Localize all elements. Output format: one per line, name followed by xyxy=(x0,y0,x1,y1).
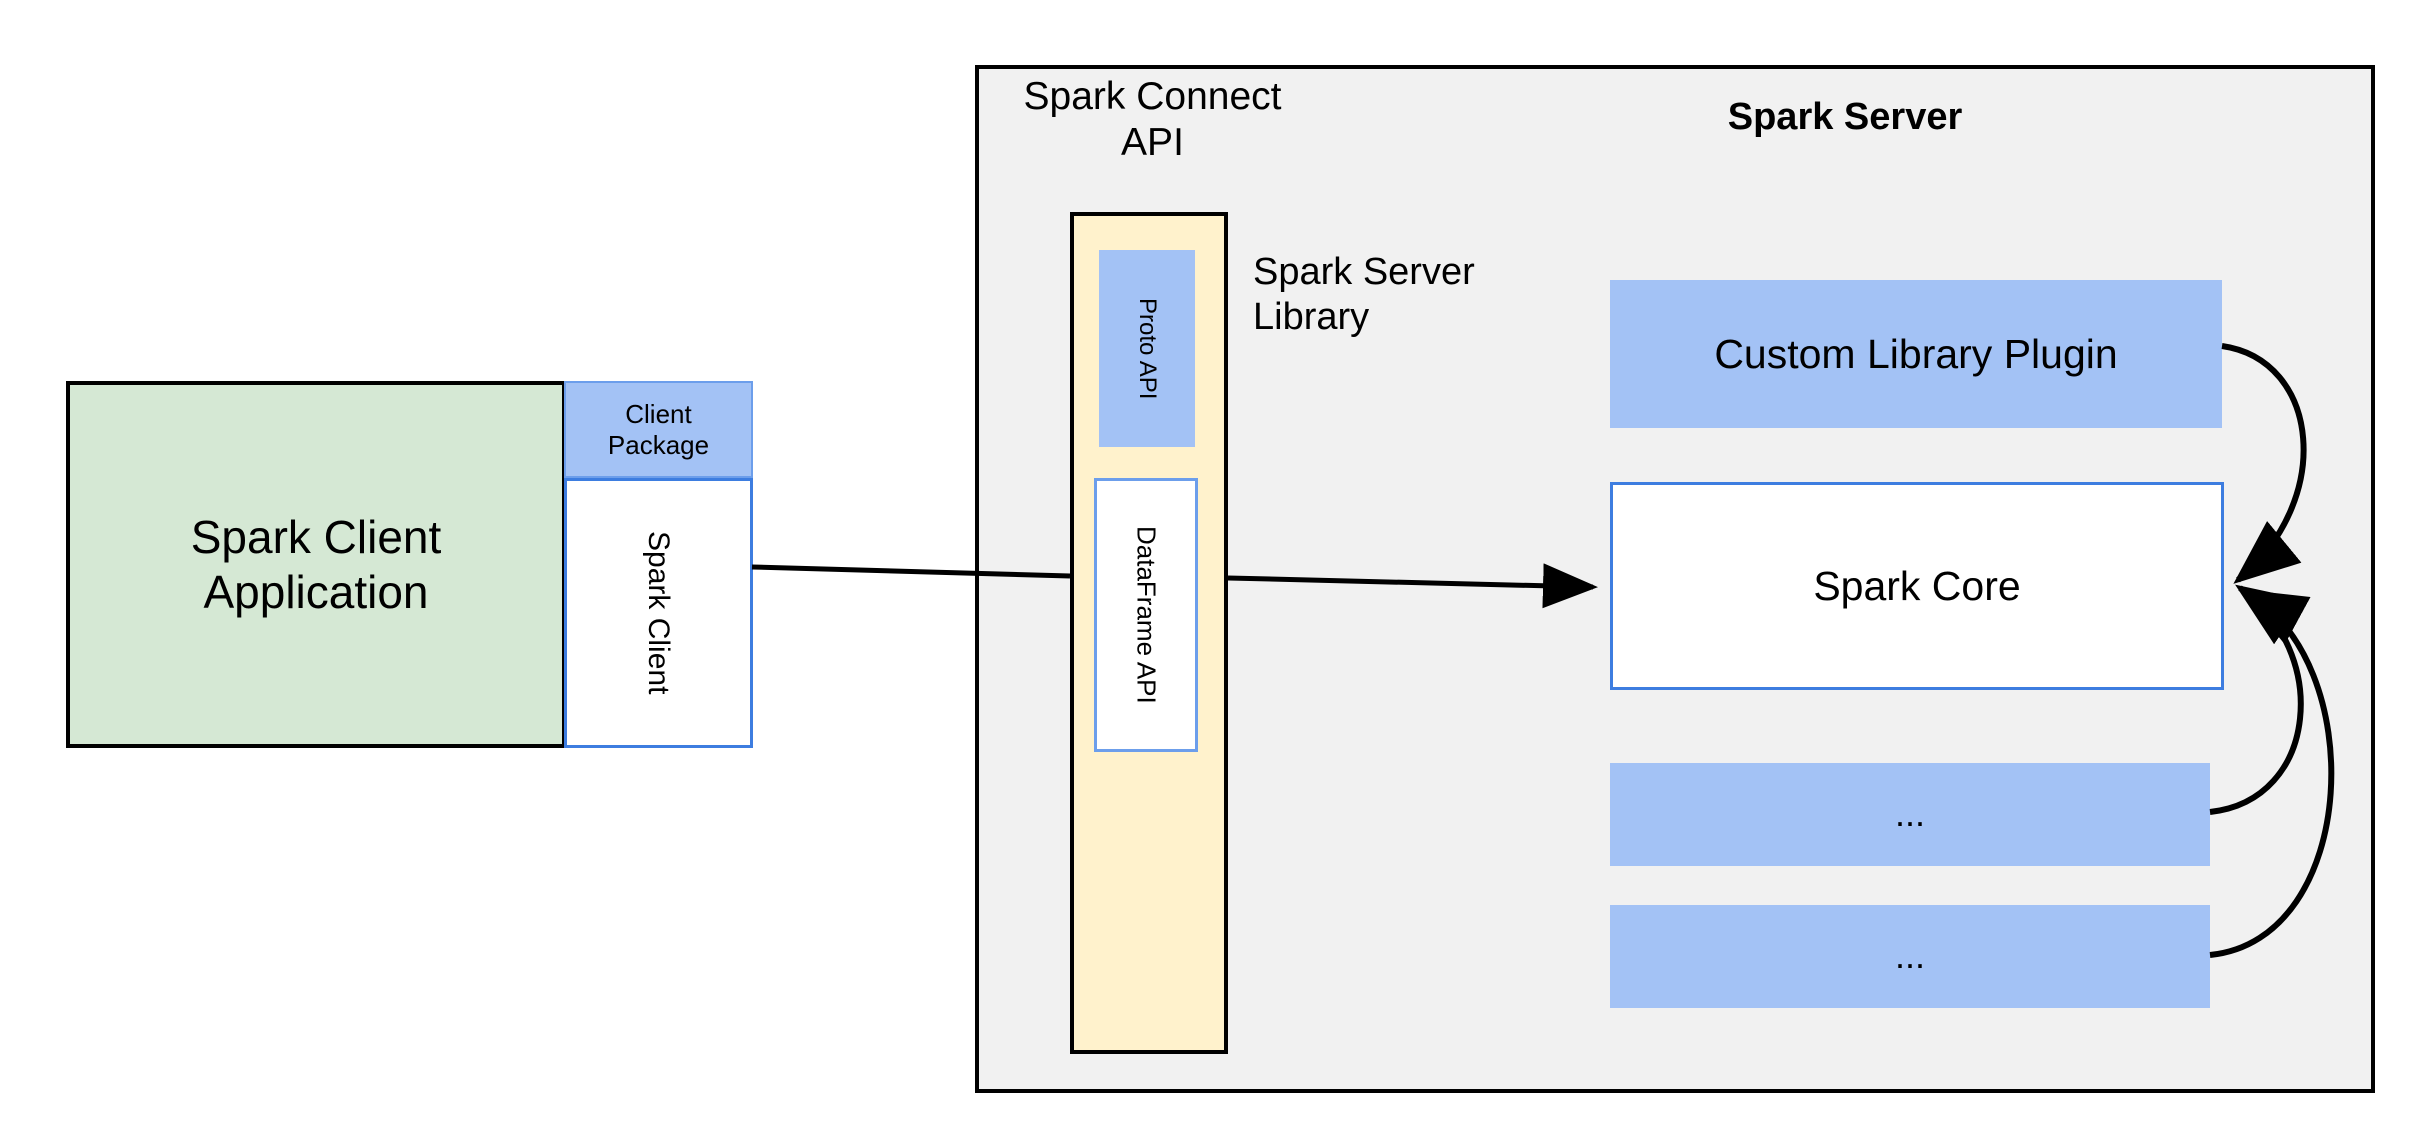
spark-server-library-label: Spark Server Library xyxy=(1253,251,1475,338)
spark-server-title: Spark Server xyxy=(1727,95,1963,138)
proto-api-box: Proto API xyxy=(1099,250,1195,447)
client-package-box: Client Package xyxy=(564,381,753,478)
server-component-placeholder-1: ... xyxy=(1610,763,2210,866)
spark-connect-api-label: Spark Connect API xyxy=(1023,75,1282,165)
spark-core-box: Spark Core xyxy=(1610,482,2224,690)
spark-client-application-box: Spark Client Application xyxy=(66,381,566,748)
spark-client-label: Spark Client xyxy=(642,531,676,695)
proto-api-label: Proto API xyxy=(1134,297,1162,400)
dataframe-api-box: DataFrame API xyxy=(1094,478,1198,752)
spark-client-box: Spark Client xyxy=(564,478,753,748)
server-component-placeholder-2: ... xyxy=(1610,905,2210,1008)
dataframe-api-label: DataFrame API xyxy=(1131,526,1162,704)
custom-library-plugin-box: Custom Library Plugin xyxy=(1610,280,2222,428)
